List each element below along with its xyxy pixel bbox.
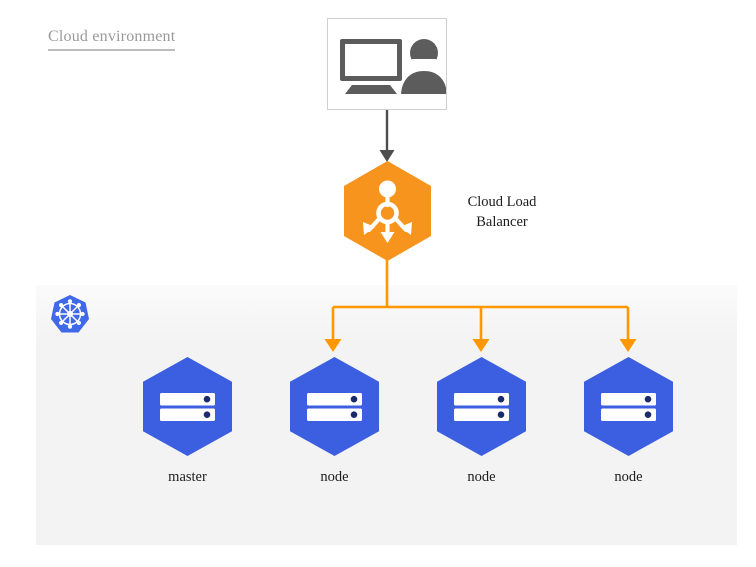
hexagon-shape xyxy=(143,357,232,456)
page-title-text: Cloud environment xyxy=(48,28,176,45)
monitor-icon xyxy=(340,39,402,94)
node-hexagon-1[interactable] xyxy=(290,357,379,456)
page-title-underline xyxy=(48,49,176,51)
client-box xyxy=(327,18,447,110)
page-title: Cloud environment xyxy=(48,28,176,51)
load-balancer-label: Cloud Load Balancer xyxy=(442,192,562,232)
node-hexagon-2[interactable] xyxy=(437,357,526,456)
load-balancer-arrowheads xyxy=(363,222,412,243)
node-label-1: node xyxy=(320,469,349,485)
hexagon-shape xyxy=(437,357,526,456)
node-label-2: node xyxy=(467,469,496,485)
arrow-client-to-load-balancer xyxy=(379,110,395,162)
node-hexagon-3[interactable] xyxy=(584,357,673,456)
load-balancer-hexagon[interactable] xyxy=(344,161,431,261)
client-icons xyxy=(340,39,446,94)
server-icon xyxy=(307,393,362,421)
kubernetes-logo xyxy=(50,294,90,334)
hexagon-shape xyxy=(344,161,431,261)
load-balancer-label-line2: Balancer xyxy=(476,214,528,230)
server-icon xyxy=(454,393,509,421)
node-hexagon-master[interactable] xyxy=(143,357,232,456)
user-icon xyxy=(401,39,446,94)
node-label-3: node xyxy=(614,469,643,485)
server-icon xyxy=(160,393,215,421)
helm-wheel-icon xyxy=(55,299,85,329)
server-icon xyxy=(601,393,656,421)
hexagon-shape xyxy=(584,357,673,456)
hexagon-shape xyxy=(290,357,379,456)
node-label-master: master xyxy=(168,469,207,485)
load-balancer-label-line1: Cloud Load xyxy=(467,194,537,210)
